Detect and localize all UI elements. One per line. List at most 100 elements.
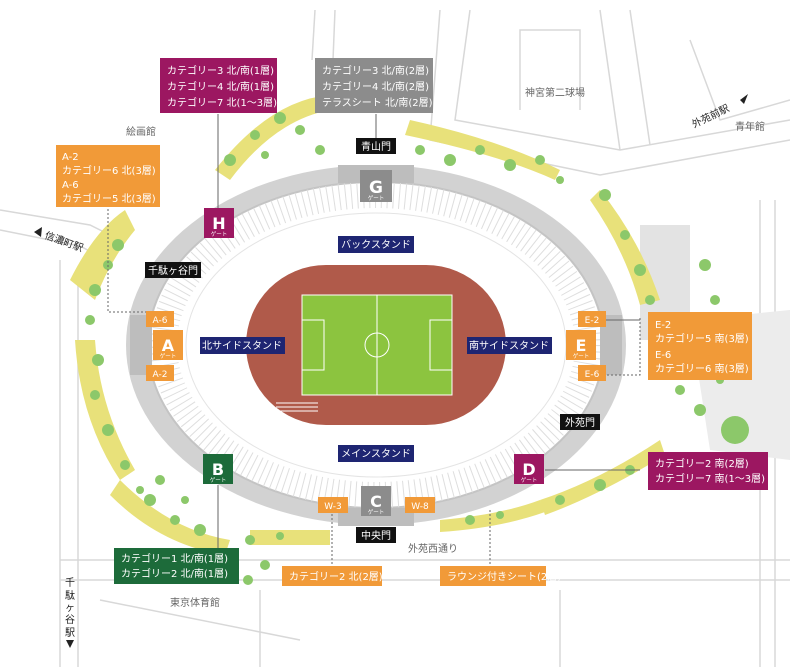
gate-c[interactable]: C ゲート [361, 486, 391, 516]
gate-sub: ゲート [211, 230, 228, 238]
station-label: 外苑前駅 [690, 101, 732, 130]
station-label-char: 谷 [65, 614, 75, 626]
sub-gate-w8[interactable]: W-8 [405, 497, 435, 513]
info-box-w8: ラウンジ付きシート(2層) [440, 566, 561, 586]
sub-gate-label: W-3 [324, 502, 342, 512]
info-box-h-gate: カテゴリー3 北/南(1層) カテゴリー4 北/南(1層) カテゴリー7 北(1… [160, 58, 277, 113]
info-box-w3: カテゴリー2 北(2層) [282, 566, 383, 586]
arrow-icon [34, 227, 42, 237]
info-box-line: A-2 [62, 152, 79, 163]
station-label-char: 駅 [65, 627, 75, 639]
stadium-outer-blocks [130, 165, 622, 526]
info-box-line: カテゴリー7 北(1〜3層) [167, 96, 277, 109]
arrow-icon [740, 94, 748, 104]
place-tokyo-taiikukan: 東京体育館 [170, 596, 220, 609]
gate-b[interactable]: B ゲート [203, 454, 233, 484]
place-jingu-baseball: 神宮第二球場 [525, 86, 585, 99]
sub-gate-e6[interactable]: E-6 [578, 365, 606, 381]
gate-name-chuo: 中央門 [356, 527, 396, 543]
gate-letter: C [370, 492, 382, 511]
info-box-line: カテゴリー7 南(1〜3層) [655, 472, 765, 485]
track-lanes [276, 402, 318, 412]
tree-cluster [721, 416, 749, 444]
stand-main: メインスタンド [338, 445, 414, 462]
stand-label: 北サイドスタンド [202, 340, 282, 352]
info-box-line: カテゴリー3 北/南(1層) [167, 64, 274, 77]
info-box-a-gate: A-2 カテゴリー6 北(3層) A-6 カテゴリー5 北(3層) [56, 145, 160, 207]
gate-letter: A [162, 336, 175, 355]
gate-sub: ゲート [521, 476, 538, 484]
stand-label: バックスタンド [341, 239, 411, 251]
stand-label: 南サイドスタンド [469, 339, 549, 352]
trees [85, 112, 724, 585]
place-seinenkan: 青年館 [735, 120, 765, 133]
station-label-char: ヶ [65, 603, 75, 614]
stand-south: 南サイドスタンド [467, 337, 552, 354]
station-sendagaya[interactable]: 千 駄 ヶ 谷 駅 [65, 577, 75, 648]
sub-gate-a2[interactable]: A-2 [146, 365, 174, 381]
info-box-line: E-6 [655, 350, 671, 361]
stand-label: メインスタンド [341, 448, 411, 460]
info-box-line: カテゴリー2 南(2層) [655, 457, 749, 470]
gate-e[interactable]: E ゲート [566, 330, 596, 360]
sub-gate-label: E-2 [585, 316, 600, 326]
gate-name-gaien: 外苑門 [560, 414, 600, 430]
sub-gate-e2[interactable]: E-2 [578, 311, 606, 327]
gate-g[interactable]: G ゲート [360, 170, 392, 202]
info-box-g-gate: カテゴリー3 北/南(2層) カテゴリー4 北/南(2層) テラスシート 北/南… [315, 58, 433, 113]
info-box-line: カテゴリー3 北/南(2層) [322, 64, 429, 77]
info-box-line: カテゴリー2 北(2層) [289, 570, 383, 583]
info-box-line: カテゴリー4 北/南(2層) [322, 80, 429, 93]
info-box-line: テラスシート 北/南(2層) [322, 96, 433, 109]
gate-letter: B [212, 460, 224, 479]
gate-sub: ゲート [160, 352, 177, 360]
info-box-line: E-2 [655, 320, 671, 331]
pitch-lines [301, 294, 453, 396]
info-box-line: A-6 [62, 180, 79, 191]
info-box-line: カテゴリー2 北/南(1層) [121, 567, 228, 580]
sub-gate-a6[interactable]: A-6 [146, 311, 174, 327]
gate-letter: G [369, 178, 383, 198]
stand-north: 北サイドスタンド [200, 337, 285, 354]
station-label: 信濃町駅 [43, 229, 85, 255]
info-box-line: カテゴリー1 北/南(1層) [121, 552, 228, 565]
gate-name-aoyama: 青山門 [356, 138, 396, 154]
gate-name-label: 千駄ヶ谷門 [148, 264, 198, 277]
gate-letter: H [212, 214, 225, 233]
arrow-icon [66, 640, 74, 648]
place-kaigakan: 絵画館 [126, 125, 156, 138]
info-box-line: カテゴリー5 北(3層) [62, 192, 156, 205]
info-box-d-gate: カテゴリー2 南(2層) カテゴリー7 南(1〜3層) [648, 452, 768, 490]
info-box-line: カテゴリー6 北(3層) [62, 164, 156, 177]
leader-lines-solid [217, 114, 640, 548]
info-box-line: カテゴリー6 南(3層) [655, 362, 749, 375]
sub-gate-w3[interactable]: W-3 [318, 497, 348, 513]
leader-lines [107, 205, 641, 568]
info-box-line: カテゴリー5 南(3層) [655, 332, 749, 345]
gate-letter: D [522, 460, 535, 479]
gate-sub: ゲート [573, 352, 590, 360]
gate-a[interactable]: A ゲート [153, 330, 183, 360]
gate-sub: ゲート [210, 476, 227, 484]
info-box-line: ラウンジ付きシート(2層) [447, 570, 561, 583]
sub-gate-label: E-6 [585, 370, 600, 380]
sub-gate-label: A-2 [153, 370, 168, 380]
station-shinanomachi[interactable]: 信濃町駅 [34, 227, 85, 254]
sub-gate-label: A-6 [153, 316, 168, 326]
gate-h[interactable]: H ゲート [204, 208, 234, 238]
place-gaien-nishi-dori: 外苑西通り [408, 542, 458, 555]
info-box-line: カテゴリー4 北/南(1層) [167, 80, 274, 93]
gate-sub: ゲート [368, 508, 385, 516]
info-box-b-gate: カテゴリー1 北/南(1層) カテゴリー2 北/南(1層) [114, 548, 239, 584]
gate-d[interactable]: D ゲート [514, 454, 544, 484]
station-label-char: 千 [65, 577, 75, 589]
sub-gate-label: W-8 [411, 502, 429, 512]
gate-name-sendagaya: 千駄ヶ谷門 [145, 262, 201, 278]
gate-sub: ゲート [368, 194, 385, 202]
stand-back: バックスタンド [338, 236, 414, 253]
info-box-e-gate: E-2 カテゴリー5 南(3層) E-6 カテゴリー6 南(3層) [648, 312, 752, 380]
gate-name-label: 青山門 [361, 140, 391, 153]
gate-name-label: 中央門 [361, 529, 391, 542]
station-label-char: 駄 [65, 589, 75, 602]
